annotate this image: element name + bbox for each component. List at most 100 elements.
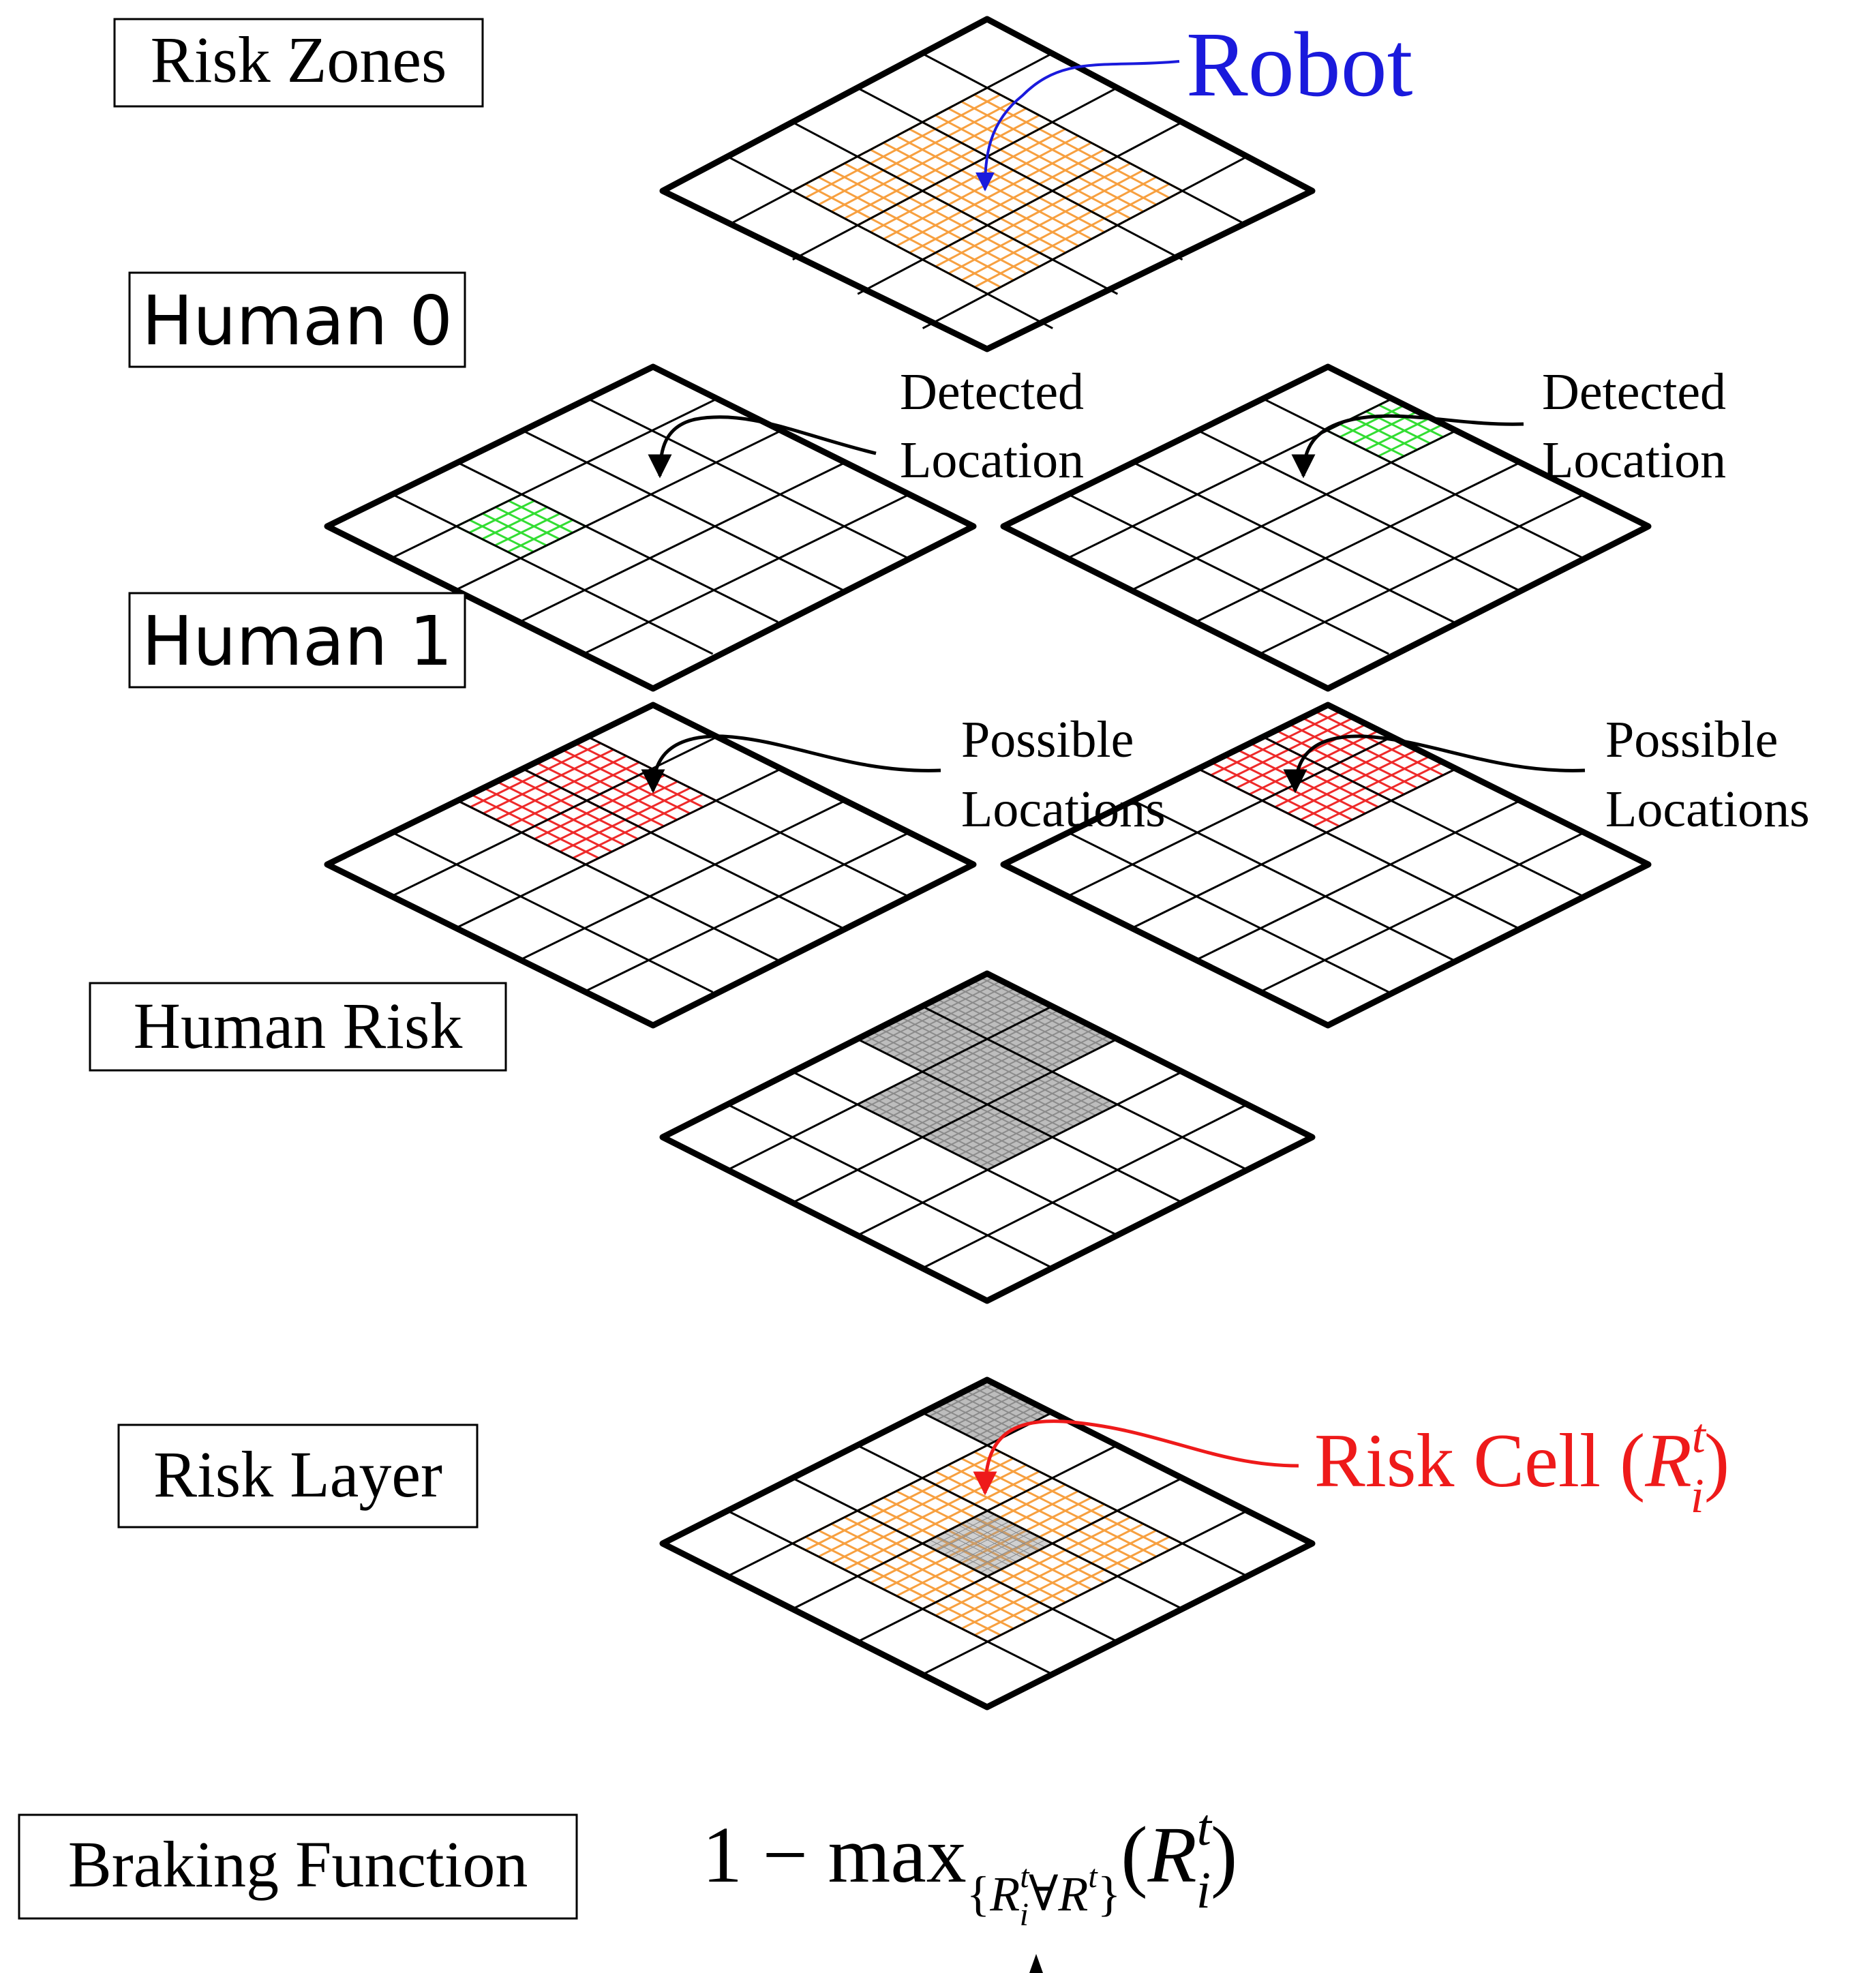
detected-location-annotation-right: Detected Location (1291, 363, 1726, 489)
grid-line (1067, 736, 1393, 898)
human1-grid-left (324, 702, 977, 1029)
svg-text:Human Risk: Human Risk (134, 989, 463, 1062)
grid-line (1262, 736, 1584, 898)
grid-line (1195, 462, 1521, 623)
grid-line (1132, 800, 1455, 961)
possible-locations-annotation-left: Possible Locations (641, 711, 1166, 838)
svg-text:Braking Function: Braking Function (68, 1828, 528, 1901)
grid-line (727, 155, 1053, 329)
grid-line (791, 121, 1119, 295)
grid-line (1197, 430, 1519, 591)
svg-text:Locations: Locations (1605, 781, 1810, 838)
grid-line (857, 121, 1183, 295)
grid-line (1195, 800, 1521, 961)
grid-line (587, 397, 909, 560)
svg-text:Risk Zones: Risk Zones (151, 23, 447, 96)
grid-line (856, 1038, 1183, 1204)
grid-line (455, 430, 782, 591)
grid-line (519, 800, 846, 961)
grid-line (792, 87, 1118, 261)
grid-line (1068, 493, 1389, 655)
grid-border (659, 970, 1316, 1304)
grid-line (583, 493, 910, 655)
grid-line (1259, 493, 1585, 655)
svg-text:Risk Layer: Risk Layer (153, 1438, 442, 1511)
label-human1: Human 1 (128, 592, 466, 689)
grid-border (659, 1376, 1316, 1711)
grid-line (791, 1477, 1119, 1643)
grid-line (922, 1103, 1248, 1269)
grid-line (583, 831, 910, 993)
grid-line (1131, 430, 1457, 591)
grid-border (1000, 363, 1652, 692)
grid-line (1068, 831, 1389, 993)
grid-line (391, 397, 718, 560)
svg-text:Possible: Possible (1605, 711, 1778, 768)
grid-line (791, 1070, 1119, 1237)
label-braking-function: Braking Function (18, 1813, 578, 1920)
grid-border (659, 16, 1316, 352)
grid-line (519, 462, 846, 623)
grid-line (727, 1509, 1053, 1676)
grid-line (857, 1477, 1183, 1643)
possible-locations-cells (1197, 704, 1457, 834)
grid-line (391, 831, 714, 993)
grid-border (1000, 702, 1652, 1029)
svg-text:1 − max{Rti∀Rt}(Rti): 1 − max{Rti∀Rt}(Rti) (702, 1799, 1237, 1933)
svg-text:Human 1: Human 1 (142, 601, 453, 681)
grid-line (922, 155, 1248, 329)
grid-line (1132, 462, 1455, 623)
grid-line (857, 1070, 1183, 1237)
svg-text:Robot: Robot (1186, 14, 1413, 116)
grid-line (727, 1005, 1053, 1171)
label-human0: Human 0 (128, 271, 466, 368)
grid-line (922, 1005, 1248, 1171)
grid-line (856, 87, 1183, 261)
svg-text:Possible: Possible (961, 711, 1134, 768)
grid-line (1197, 768, 1519, 929)
label-risk-layer: Risk Layer (117, 1424, 479, 1528)
svg-text:Human 0: Human 0 (142, 281, 453, 361)
grid-line (727, 1103, 1053, 1269)
svg-text:Location: Location (1542, 432, 1726, 489)
grid-line (922, 1411, 1248, 1578)
grid-line (792, 1038, 1118, 1204)
grid-border (324, 363, 977, 692)
formula-pointer-icon (1029, 1954, 1043, 1973)
human-risk-grid (659, 970, 1316, 1304)
grid-line (455, 768, 782, 929)
grid-line (922, 1509, 1248, 1676)
human0-grid-left (324, 363, 977, 692)
svg-text:Locations: Locations (961, 781, 1166, 838)
label-human-risk: Human Risk (89, 982, 507, 1072)
grid-line (391, 736, 718, 898)
grid-line (522, 430, 844, 591)
grid-line (391, 493, 714, 655)
svg-text:Risk Cell (Rti): Risk Cell (Rti) (1314, 1409, 1729, 1523)
svg-text:Detected: Detected (1542, 363, 1726, 421)
risk-layer-grid (659, 1376, 1316, 1711)
svg-text:Detected: Detected (900, 363, 1084, 421)
grid-line (792, 1444, 1118, 1610)
grid-line (856, 1444, 1183, 1610)
grid-line (457, 800, 778, 961)
human1-grid-right (1000, 702, 1652, 1029)
grid-line (522, 768, 844, 929)
grid-border (324, 702, 977, 1029)
possible-locations-annotation-right: Possible Locations (1283, 711, 1810, 838)
robot-zone-cells (791, 87, 1183, 295)
grid-line (1131, 768, 1457, 929)
grid-line (922, 52, 1248, 226)
grid-line (727, 52, 1053, 226)
grid-line (457, 462, 778, 623)
grid-line (587, 736, 909, 898)
robot-annotation: Robot (975, 14, 1413, 192)
svg-text:Location: Location (900, 432, 1084, 489)
grid-line (1259, 831, 1585, 993)
label-risk-zones: Risk Zones (113, 18, 484, 108)
detected-location-annotation-left: Detected Location (648, 363, 1084, 489)
